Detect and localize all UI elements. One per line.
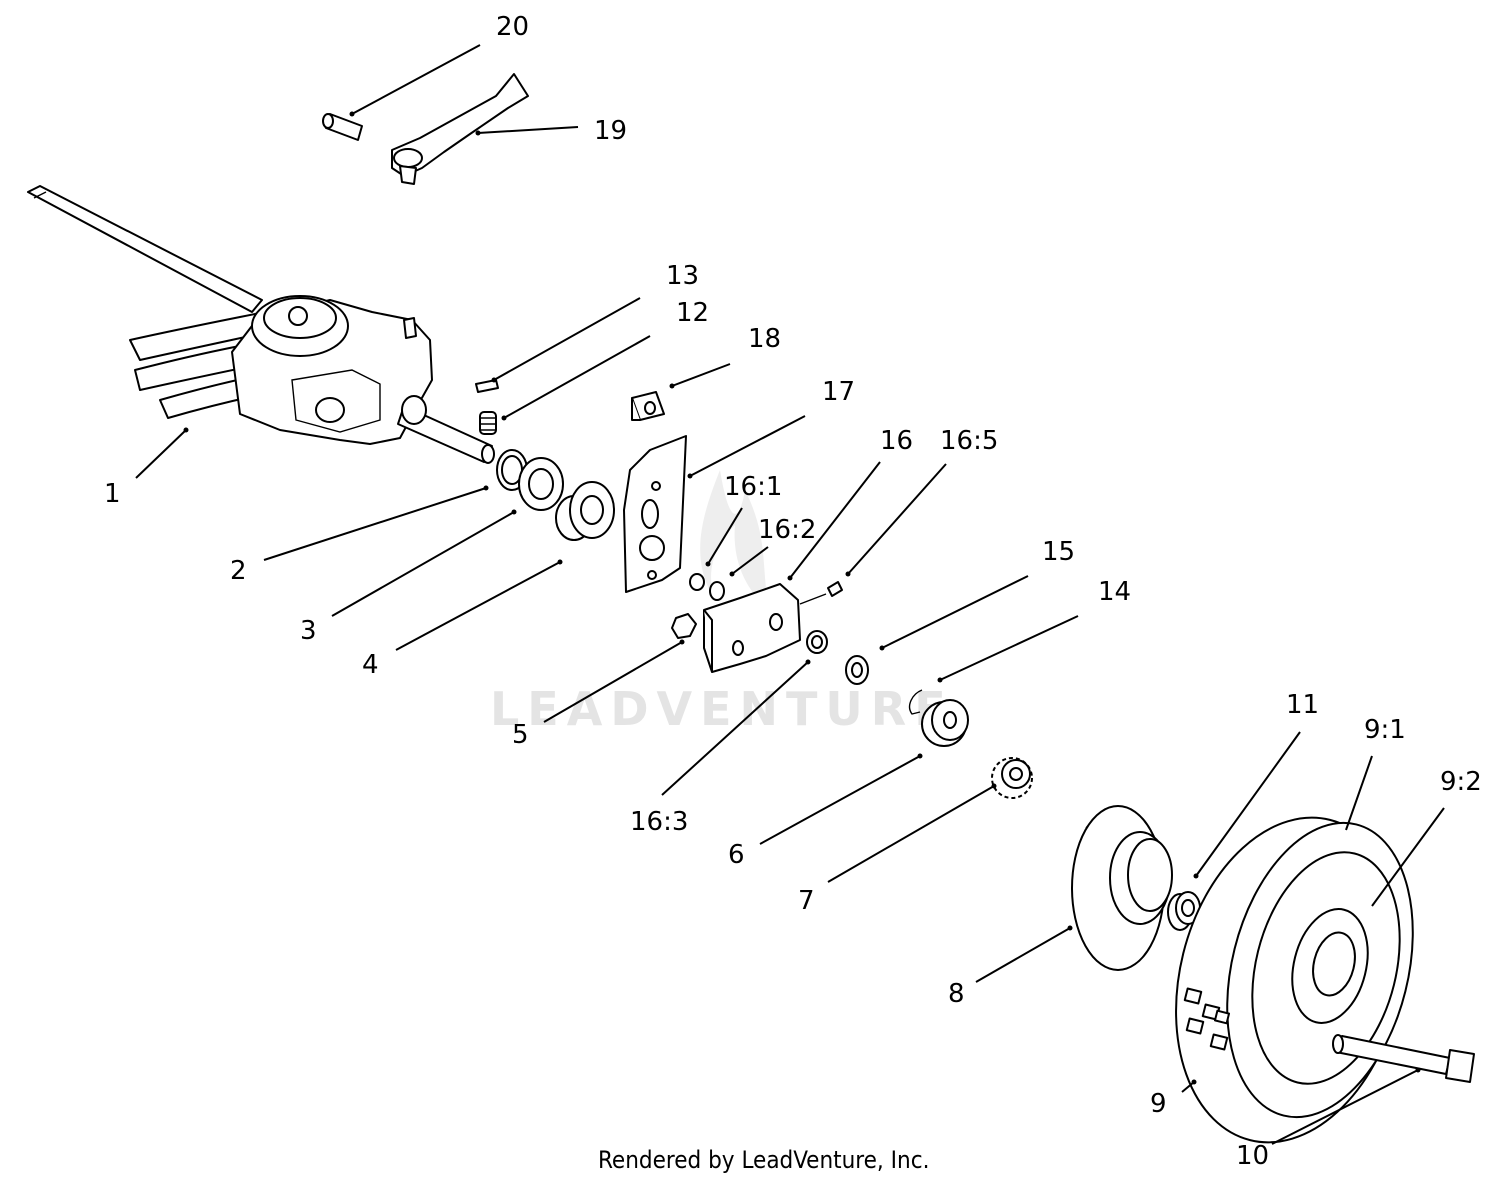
callout-16-2: 16:2 (758, 515, 816, 545)
callout-20: 20 (496, 12, 529, 42)
part-17-plate (623, 435, 687, 593)
part-14-clip (908, 689, 923, 715)
part-13-key (475, 379, 499, 393)
part-16-2-spacer (709, 581, 725, 601)
callout-15: 15 (1042, 537, 1075, 567)
part-4-bushing (555, 481, 615, 541)
part-10-bolt (1332, 1034, 1475, 1083)
callout-16: 16 (880, 426, 913, 456)
part-20-pin (322, 113, 363, 141)
callout-14: 14 (1098, 577, 1131, 607)
watermark-text: LEADVENTURE (490, 682, 954, 736)
callout-8: 8 (948, 979, 965, 1009)
callout-9-2: 9:2 (1440, 767, 1482, 797)
callout-3: 3 (300, 616, 317, 646)
callout-2: 2 (230, 556, 247, 586)
callout-4: 4 (362, 650, 379, 680)
callout-16-1: 16:1 (724, 472, 782, 502)
callout-13: 13 (666, 261, 699, 291)
callout-labels: 20 19 13 12 18 17 16 16:5 16:1 16:2 15 1… (104, 12, 1482, 1171)
leader-dots (183, 111, 1421, 1085)
part-5-nut (671, 613, 697, 639)
callout-5: 5 (512, 720, 529, 750)
callout-9-1: 9:1 (1364, 715, 1406, 745)
callout-18: 18 (748, 324, 781, 354)
part-1-transmission-assembly (27, 185, 495, 464)
callout-16-3: 16:3 (630, 807, 688, 837)
part-9-wheel (1175, 816, 1414, 1144)
part-18-block (631, 391, 665, 421)
part-16-bracket (703, 583, 827, 673)
part-6-washer (921, 699, 969, 747)
callout-16-5: 16:5 (940, 426, 998, 456)
part-12-spring (479, 411, 497, 435)
callout-9: 9 (1150, 1089, 1167, 1119)
part-16-1-nut (689, 573, 705, 591)
callout-17: 17 (822, 377, 855, 407)
part-16-3-bushing (806, 630, 828, 654)
leader-lines (135, 44, 1445, 1145)
part-3-washer (518, 457, 564, 511)
part-2-ring (496, 449, 528, 491)
callout-1: 1 (104, 479, 121, 509)
part-15-washer (845, 655, 869, 685)
callout-6: 6 (728, 840, 745, 870)
callout-7: 7 (798, 886, 815, 916)
footer-credit: Rendered by LeadVenture, Inc. (598, 1146, 929, 1174)
part-8-hubcap (1071, 805, 1173, 971)
callout-11: 11 (1286, 690, 1319, 720)
callout-10: 10 (1236, 1141, 1269, 1171)
part-16-5-screw (827, 581, 843, 597)
callout-12: 12 (676, 298, 709, 328)
watermark: LEADVENTURE (490, 470, 954, 736)
part-19-lever (391, 73, 529, 185)
callout-19: 19 (594, 116, 627, 146)
part-7-pinion-gear (991, 757, 1033, 799)
